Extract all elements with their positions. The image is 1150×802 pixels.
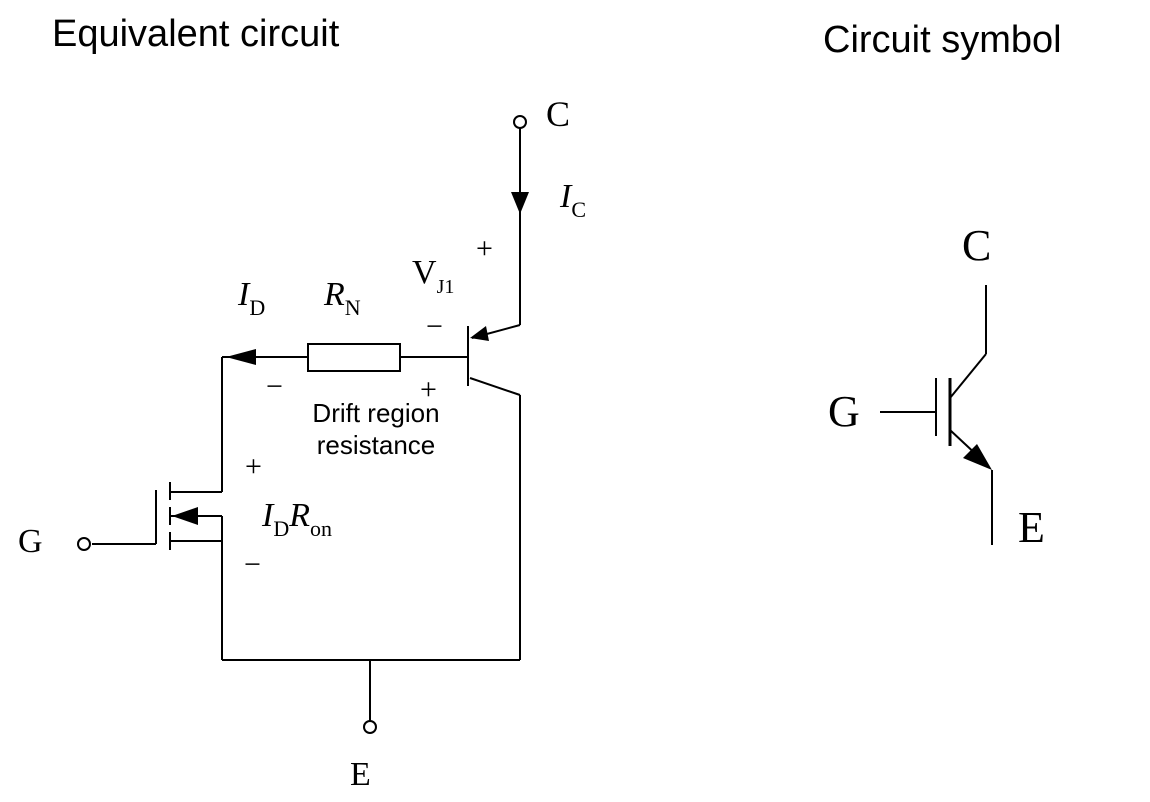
igbt-symbol: C G E xyxy=(828,221,1045,552)
drift-region-label-line2: resistance xyxy=(317,430,436,460)
symbol-emitter-label: E xyxy=(1018,503,1045,552)
ic-label: IC xyxy=(559,178,586,222)
symbol-collector-label: C xyxy=(962,221,991,270)
gate-label: G xyxy=(18,523,43,560)
emitter-label: E xyxy=(350,756,371,793)
mosfet-minus: − xyxy=(244,548,261,581)
id-ron-label: IDRon xyxy=(261,497,332,541)
collector-terminal-circle xyxy=(513,115,527,129)
mosfet-plus: + xyxy=(245,450,262,483)
equivalent-circuit-title: Equivalent circuit xyxy=(52,13,340,55)
gate-terminal-circle xyxy=(77,537,91,551)
vj1-label: VJ1 xyxy=(412,254,454,298)
emitter-terminal-circle xyxy=(363,720,377,734)
equivalent-circuit: C G E xyxy=(18,94,586,793)
vj1-minus: − xyxy=(426,310,443,343)
resistor-plus: + xyxy=(420,373,437,406)
pnp-collector-lead xyxy=(469,377,521,396)
drift-resistor xyxy=(307,343,401,372)
mosfet-body-arrow xyxy=(172,507,198,525)
symbol-collector-diagonal xyxy=(949,353,987,399)
id-arrow xyxy=(226,349,256,365)
resistor-minus: − xyxy=(266,370,283,403)
id-label: ID xyxy=(237,276,265,320)
symbol-gate-label: G xyxy=(828,387,860,436)
drift-region-label-line1: Drift region xyxy=(312,398,439,428)
collector-label: C xyxy=(546,94,570,134)
vj1-plus: + xyxy=(476,232,493,265)
rn-label: RN xyxy=(323,276,361,320)
ic-arrow xyxy=(511,192,529,214)
pnp-emitter-arrow xyxy=(470,326,489,341)
symbol-emitter-arrow xyxy=(963,444,992,470)
circuit-symbol-title: Circuit symbol xyxy=(823,19,1062,61)
